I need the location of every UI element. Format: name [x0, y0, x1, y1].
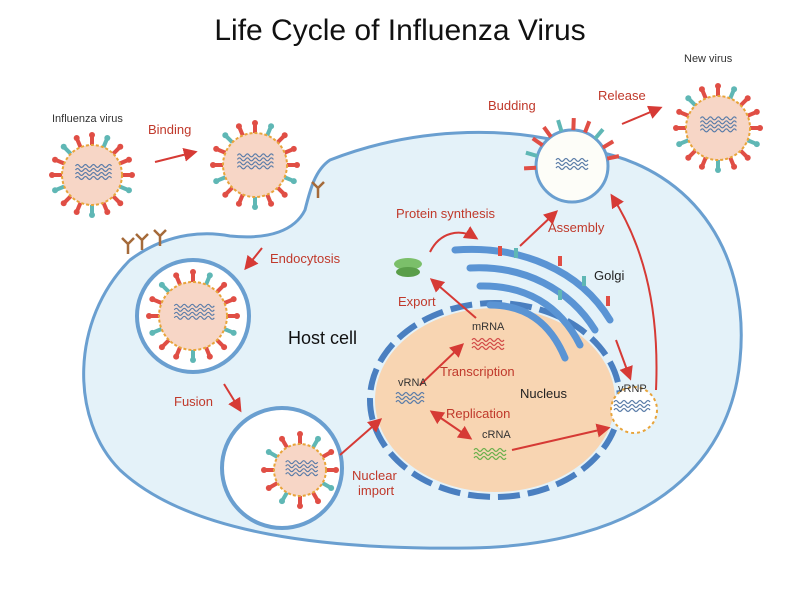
label-binding: Binding: [148, 122, 191, 137]
label-influenza-virus: Influenza virus: [52, 113, 123, 125]
label-endocytosis: Endocytosis: [270, 251, 341, 266]
label-fusion: Fusion: [174, 394, 213, 409]
label-export: Export: [398, 294, 436, 309]
label-vrnp: vRNP: [618, 383, 647, 395]
label-assembly: Assembly: [548, 220, 605, 235]
virus-free: [49, 132, 135, 218]
label-new-virus: New virus: [684, 53, 733, 65]
nucleus: [375, 308, 615, 492]
label-transcription: Transcription: [440, 364, 515, 379]
virus-endocytosed: [146, 269, 240, 363]
label-crna: cRNA: [482, 429, 511, 441]
ribosome: [394, 258, 422, 277]
label-budding: Budding: [488, 98, 536, 113]
label-release: Release: [598, 88, 646, 103]
label-nucleus: Nucleus: [520, 386, 567, 401]
virus-new: [673, 83, 763, 173]
arrow-binding: [155, 152, 195, 162]
label-replication: Replication: [446, 406, 510, 421]
label-protein-synthesis: Protein synthesis: [396, 206, 495, 221]
virus-binding: [210, 120, 300, 210]
budding-vesicle: [536, 130, 608, 202]
label-golgi: Golgi: [594, 268, 624, 283]
label-host-cell: Host cell: [288, 328, 357, 348]
label-mrna: mRNA: [472, 321, 505, 333]
page-title: Life Cycle of Influenza Virus: [214, 14, 585, 47]
arrow-release: [622, 108, 660, 124]
label-import: import: [358, 483, 395, 498]
label-nuclear: Nuclear: [352, 468, 397, 483]
label-vrna: vRNA: [398, 377, 427, 389]
